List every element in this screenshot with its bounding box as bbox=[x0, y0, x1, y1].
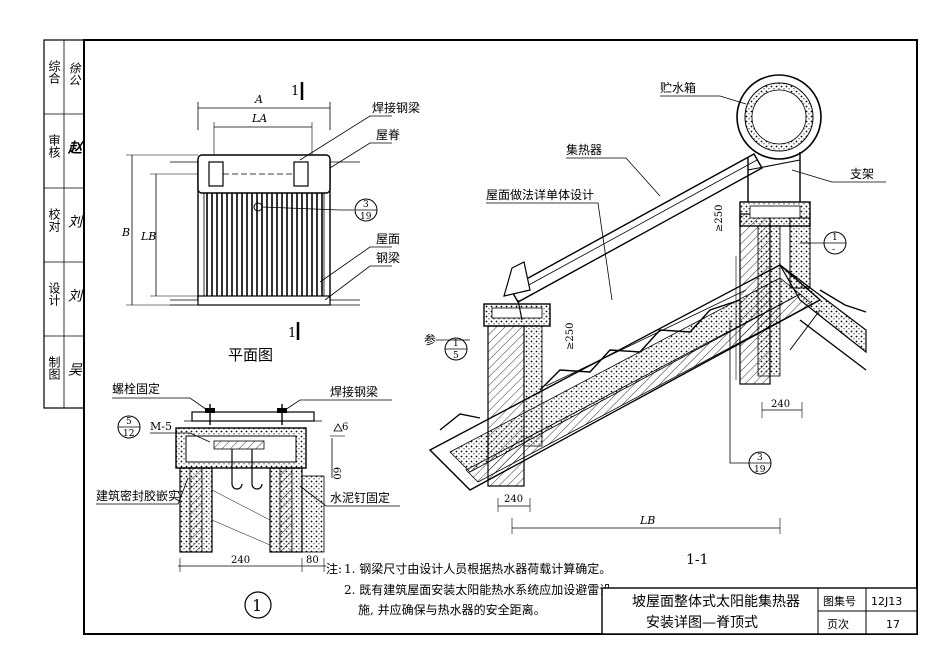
label-roof-design: 屋面做法详单体设计 bbox=[486, 187, 594, 202]
sec-ref-word: 参 bbox=[424, 332, 436, 347]
d1-dim-6: 6 bbox=[342, 422, 348, 433]
sec-dim-250a: ≥250 bbox=[714, 205, 725, 232]
sec-ref-left-num: 1 bbox=[453, 339, 459, 349]
notes-prefix: 注: bbox=[326, 561, 342, 576]
notes: 注: 1. 钢梁尺寸由设计人员根据热水器荷载计算确定。 2. 既有建筑屋面安装太… bbox=[326, 561, 611, 617]
section-1-1: 贮水箱 集热器 屋面做法详单体设计 支架 ≥250 ≥250 240 240 L… bbox=[424, 74, 886, 568]
sec-dim-250b: ≥250 bbox=[565, 323, 576, 350]
side-row-label: 设计 bbox=[47, 282, 61, 306]
d1-dim-80: 80 bbox=[306, 555, 319, 566]
d1-label-bolt: 螺栓固定 bbox=[112, 381, 160, 396]
sec-ref-right-sheet: - bbox=[832, 245, 835, 255]
side-signature: 徐公 bbox=[66, 62, 81, 86]
note-line-3: 施, 并应确保与热水器的安全距离。 bbox=[358, 602, 546, 617]
section-title: 1-1 bbox=[686, 552, 709, 568]
title-line-1: 坡屋面整体式太阳能集热器 bbox=[632, 593, 800, 610]
label-collector: 集热器 bbox=[566, 142, 602, 157]
detail-1: 240 80 60 6 螺栓固定 焊接钢梁 5 12 M-5 建筑密封胶嵌实 水… bbox=[96, 381, 400, 619]
side-signature: 吴 bbox=[66, 362, 82, 376]
note-line-1: 1. 钢梁尺寸由设计人员根据热水器荷载计算确定。 bbox=[344, 561, 611, 576]
sec-dim-240a: 240 bbox=[504, 494, 523, 505]
side-signature: 刘 bbox=[66, 214, 82, 228]
sec-ref-bottom-sheet: 19 bbox=[754, 465, 766, 475]
d1-label-m5: M-5 bbox=[150, 420, 172, 433]
d1-ref-sheet: 12 bbox=[123, 429, 134, 439]
label-roof: 屋面 bbox=[376, 232, 400, 246]
title-line-2: 安装详图—脊顶式 bbox=[646, 615, 758, 631]
side-row-label: 综合 bbox=[47, 60, 61, 84]
dim-lb-label: LB bbox=[140, 230, 156, 243]
sec-ref-left-sheet: 5 bbox=[453, 351, 459, 361]
label-steel-beam: 钢梁 bbox=[376, 250, 400, 265]
side-row-label: 审核 bbox=[47, 133, 61, 158]
page-value: 17 bbox=[886, 618, 900, 631]
side-signature-block: 综合 审核 校对 设计 制图 徐公 赵 刘 刘 吴 bbox=[43, 39, 85, 409]
d1-ref-num: 5 bbox=[126, 417, 132, 427]
page-label: 页次 bbox=[827, 617, 849, 631]
sec-ref-bottom-num: 3 bbox=[757, 453, 763, 463]
d1-label-nail: 水泥钉固定 bbox=[330, 490, 390, 505]
section-mark-bottom: 1 bbox=[288, 326, 296, 341]
dim-b-label: B bbox=[121, 226, 130, 239]
d1-dim-60: 60 bbox=[331, 467, 342, 480]
plan-ref-num: 3 bbox=[363, 200, 369, 210]
plan-ref-sheet: 19 bbox=[360, 212, 372, 222]
side-row-label: 制图 bbox=[47, 356, 61, 380]
plan-view: A LA 1 1 B LB bbox=[121, 82, 420, 364]
dim-la-label: LA bbox=[251, 112, 267, 125]
atlas-value: 12J13 bbox=[871, 595, 902, 608]
d1-label-weld-beam: 焊接钢梁 bbox=[330, 384, 378, 399]
plan-title: 平面图 bbox=[228, 346, 273, 364]
d1-label-sealant: 建筑密封胶嵌实 bbox=[96, 488, 180, 503]
label-weld-beam: 焊接钢梁 bbox=[372, 100, 420, 115]
side-row-label: 校对 bbox=[47, 207, 61, 232]
sec-dim-lb: LB bbox=[639, 514, 655, 527]
sec-dim-240b: 240 bbox=[771, 399, 790, 410]
dim-a-label: A bbox=[254, 93, 263, 106]
label-ridge: 屋脊 bbox=[376, 128, 400, 142]
d1-mark: 1 bbox=[252, 596, 262, 615]
atlas-label: 图集号 bbox=[823, 594, 856, 608]
label-bracket: 支架 bbox=[850, 167, 874, 181]
label-tank: 贮水箱 bbox=[660, 80, 696, 95]
d1-dim-240: 240 bbox=[231, 555, 250, 566]
section-mark-top: 1 bbox=[291, 84, 299, 99]
side-signature: 刘 bbox=[66, 288, 82, 302]
note-line-2: 2. 既有建筑屋面安装太阳能热水系统应加设避雷设 bbox=[344, 582, 611, 597]
sec-ref-right-num: 1 bbox=[832, 233, 838, 243]
title-block: 坡屋面整体式太阳能集热器 安装详图—脊顶式 图集号 12J13 页次 17 bbox=[601, 587, 918, 635]
side-signature: 赵 bbox=[66, 139, 83, 154]
